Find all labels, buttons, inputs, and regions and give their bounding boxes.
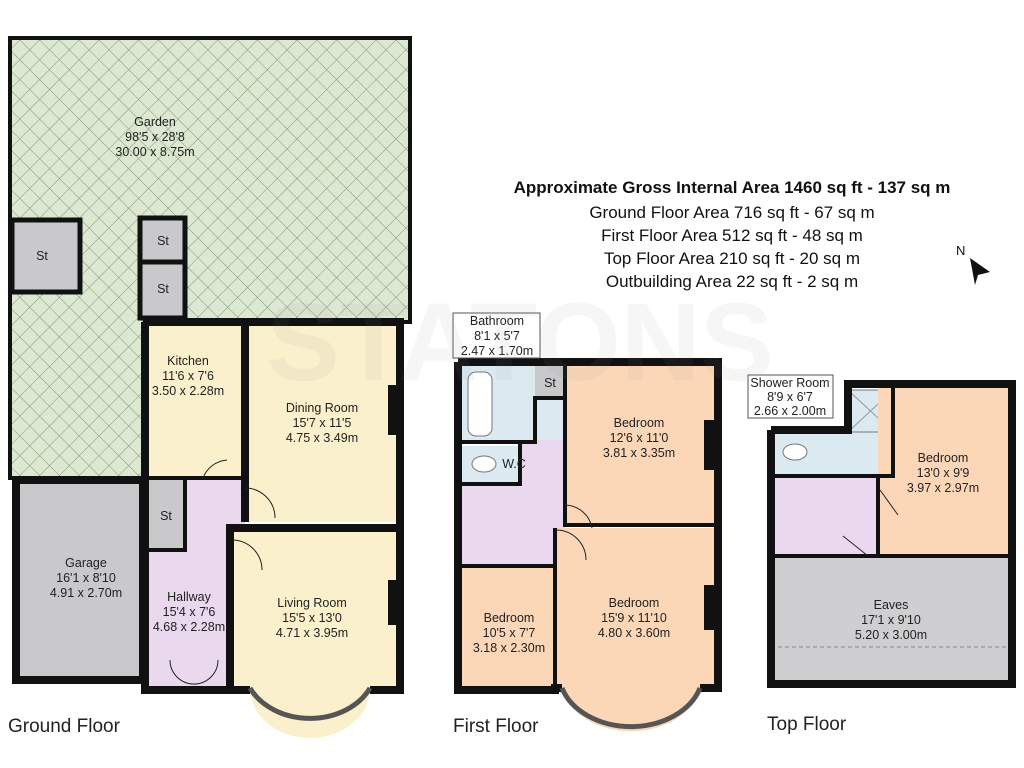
shower-name: Shower Room bbox=[750, 376, 829, 390]
bedroom1-metric: 3.81 x 3.35m bbox=[603, 446, 675, 460]
top-bedroom-name: Bedroom bbox=[918, 451, 969, 465]
dining-name: Dining Room bbox=[286, 401, 358, 415]
eaves-metric: 5.20 x 3.00m bbox=[855, 628, 927, 642]
eaves-name: Eaves bbox=[874, 598, 909, 612]
bedroom1-name: Bedroom bbox=[614, 416, 665, 430]
garage-area bbox=[20, 482, 143, 678]
first-st-label: St bbox=[544, 376, 556, 390]
bedroom3-metric: 3.18 x 2.30m bbox=[473, 641, 545, 655]
garage-name: Garage bbox=[65, 556, 107, 570]
st3-label: St bbox=[160, 509, 172, 523]
outbuilding-store bbox=[9, 217, 83, 295]
kitchen-metric: 3.50 x 2.28m bbox=[152, 384, 224, 398]
bathroom-name: Bathroom bbox=[470, 314, 524, 328]
garage-metric: 4.91 x 2.70m bbox=[50, 586, 122, 600]
bedroom1-imperial: 12'6 x 11'0 bbox=[610, 431, 669, 445]
first-floor-label: First Floor bbox=[453, 716, 539, 737]
garden-imperial: 98'5 x 28'8 bbox=[125, 130, 185, 144]
bedroom3-area bbox=[462, 568, 555, 688]
hall-store-area bbox=[148, 480, 185, 550]
ground-floor-area: Ground Floor Area 716 sq ft - 67 sq m bbox=[589, 203, 875, 222]
top-landing-area bbox=[775, 476, 878, 554]
living-name: Living Room bbox=[277, 596, 346, 610]
outbuilding-st-label: St bbox=[36, 249, 48, 263]
store-2 bbox=[137, 259, 188, 321]
compass-label: N bbox=[956, 243, 965, 258]
top-floor-label: Top Floor bbox=[767, 714, 847, 735]
bedroom3-imperial: 10'5 x 7'7 bbox=[483, 626, 536, 640]
garden-metric: 30.00 x 8.75m bbox=[115, 145, 194, 159]
shower-metric: 2.66 x 2.00m bbox=[754, 404, 826, 418]
north-arrow-icon: N bbox=[956, 243, 990, 285]
ground-floor bbox=[8, 36, 412, 738]
first-floor-area: First Floor Area 512 sq ft - 48 sq m bbox=[601, 226, 863, 245]
bathroom-metric: 2.47 x 1.70m bbox=[461, 344, 533, 358]
watermark-logo: STATONS bbox=[266, 281, 773, 404]
first-floor bbox=[454, 358, 722, 732]
garage-imperial: 16'1 x 8'10 bbox=[56, 571, 116, 585]
kitchen-area bbox=[145, 322, 245, 478]
top-bedroom-imperial: 13'0 x 9'9 bbox=[917, 466, 970, 480]
top-bedroom-metric: 3.97 x 2.97m bbox=[907, 481, 979, 495]
st2-label: St bbox=[157, 282, 169, 296]
wc-label: W.C bbox=[502, 457, 526, 471]
dining-imperial: 15'7 x 11'5 bbox=[293, 416, 352, 430]
st1-label: St bbox=[157, 234, 169, 248]
bedroom2-area bbox=[555, 528, 715, 732]
ground-floor-label: Ground Floor bbox=[8, 716, 121, 737]
bedroom3-name: Bedroom bbox=[484, 611, 535, 625]
living-area bbox=[230, 528, 400, 738]
area-summary: Approximate Gross Internal Area 1460 sq … bbox=[440, 178, 1024, 293]
first-st-area bbox=[535, 366, 565, 398]
eaves-imperial: 17'1 x 9'10 bbox=[861, 613, 921, 627]
bathroom-imperial: 8'1 x 5'7 bbox=[474, 329, 520, 343]
outbuilding-area: Outbuilding Area 22 sq ft - 2 sq m bbox=[605, 272, 859, 291]
gross-area-title: Approximate Gross Internal Area 1460 sq … bbox=[513, 178, 951, 197]
landing-area bbox=[462, 440, 565, 565]
bedroom2-metric: 4.80 x 3.60m bbox=[598, 626, 670, 640]
hallway-imperial: 15'4 x 7'6 bbox=[163, 605, 216, 619]
eaves-area bbox=[775, 556, 1008, 680]
top-bedroom-area bbox=[878, 388, 1008, 554]
hallway-metric: 4.68 x 2.28m bbox=[153, 620, 225, 634]
bedroom2-imperial: 15'9 x 11'10 bbox=[601, 611, 667, 625]
dining-metric: 4.75 x 3.49m bbox=[286, 431, 358, 445]
garden-name: Garden bbox=[134, 115, 176, 129]
living-metric: 4.71 x 3.95m bbox=[276, 626, 348, 640]
bathroom-label-box bbox=[452, 312, 541, 359]
dining-area bbox=[245, 322, 400, 522]
top-floor-area: Top Floor Area 210 sq ft - 20 sq m bbox=[603, 249, 861, 268]
bedroom2-name: Bedroom bbox=[609, 596, 660, 610]
kitchen-name: Kitchen bbox=[167, 354, 209, 368]
bedroom1-area bbox=[565, 366, 715, 526]
living-imperial: 15'5 x 13'0 bbox=[282, 611, 342, 625]
hallway-name: Hallway bbox=[167, 590, 212, 604]
kitchen-imperial: 11'6 x 7'6 bbox=[162, 369, 214, 383]
top-floor bbox=[767, 380, 1016, 688]
shower-imperial: 8'9 x 6'7 bbox=[767, 390, 813, 404]
shower-label-box bbox=[747, 374, 834, 419]
